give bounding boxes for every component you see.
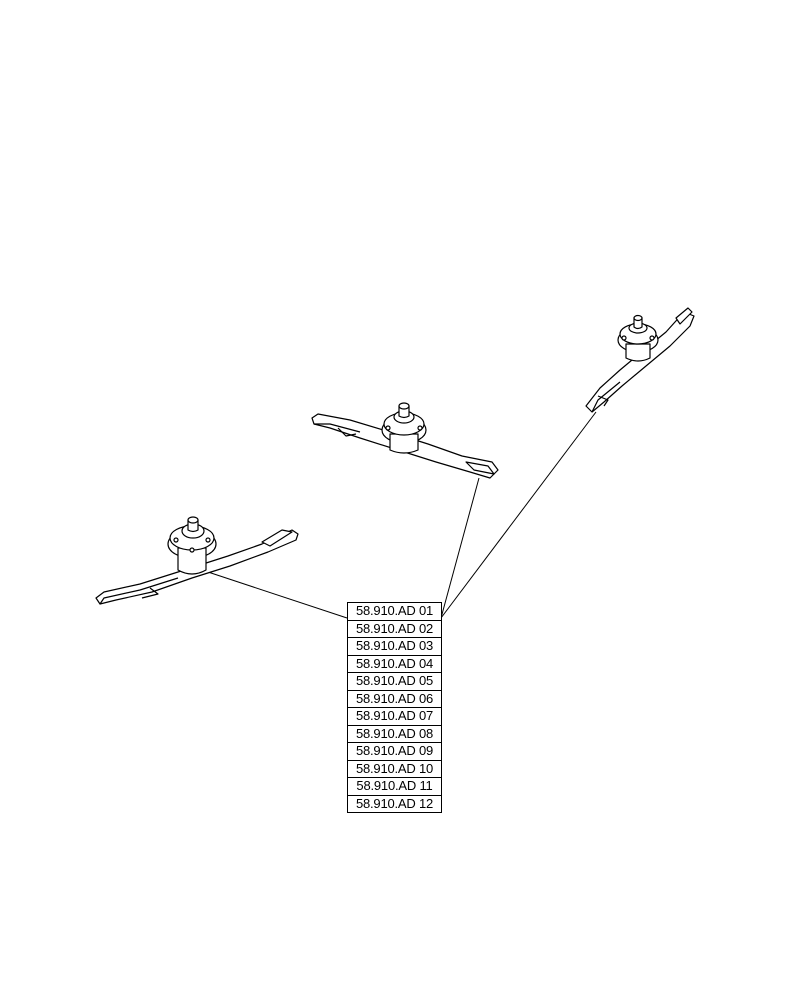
part-number-row: 58.910.AD 07: [348, 708, 441, 726]
leader-lines: [207, 411, 597, 619]
spindle-left-bolt-1: [173, 537, 179, 543]
part-number-row: 58.910.AD 12: [348, 796, 441, 813]
part-number-row: 58.910.AD 09: [348, 743, 441, 761]
blade-right-notch: [597, 395, 609, 407]
blade-middle-tip-cut: [465, 461, 495, 475]
part-number-row: 58.910.AD 02: [348, 621, 441, 638]
spindle-left-bolt-2: [205, 537, 211, 543]
part-number-row: 58.910.AD 01: [348, 603, 441, 621]
leader-line-left: [207, 571, 348, 619]
part-number-row: 58.910.AD 08: [348, 726, 441, 743]
blade-middle-notch: [337, 427, 357, 437]
blade-right-tip-cut: [675, 307, 693, 325]
part-number-callout: 58.910.AD 01 58.910.AD 02 58.910.AD 03 5…: [347, 602, 442, 813]
blade-assembly-right: [585, 307, 695, 413]
spindle-middle-shaft-top: [398, 402, 410, 410]
blade-right-edge: [591, 381, 621, 413]
part-number-row: 58.910.AD 10: [348, 761, 441, 778]
spindle-left-body: [177, 547, 207, 575]
spindle-left-bolt-3: [189, 547, 195, 553]
part-number-row: 58.910.AD 11: [348, 778, 441, 796]
blade-left-notch: [141, 587, 159, 599]
blade-left-edge: [99, 577, 179, 605]
spindle-right-body: [625, 343, 651, 362]
blade-assembly-left: [95, 516, 299, 605]
spindle-left-shaft-top: [187, 516, 199, 524]
spindle-right-bolt-2: [649, 335, 655, 341]
spindle-middle-bolt-1: [385, 425, 391, 431]
part-number-row: 58.910.AD 06: [348, 691, 441, 708]
blade-assembly-middle: [311, 402, 499, 479]
spindle-middle-bolt-2: [417, 425, 423, 431]
part-number-row: 58.910.AD 04: [348, 656, 441, 673]
leader-line-middle: [440, 477, 480, 619]
spindle-right-bolt-1: [621, 335, 627, 341]
part-number-row: 58.910.AD 05: [348, 673, 441, 691]
spindle-right-shaft-top: [633, 314, 643, 322]
blade-middle-edge: [314, 423, 361, 433]
leader-line-right: [440, 411, 597, 619]
spindle-middle-body: [389, 433, 419, 454]
blade-left-tip-cut: [261, 529, 293, 547]
part-number-row: 58.910.AD 03: [348, 638, 441, 656]
